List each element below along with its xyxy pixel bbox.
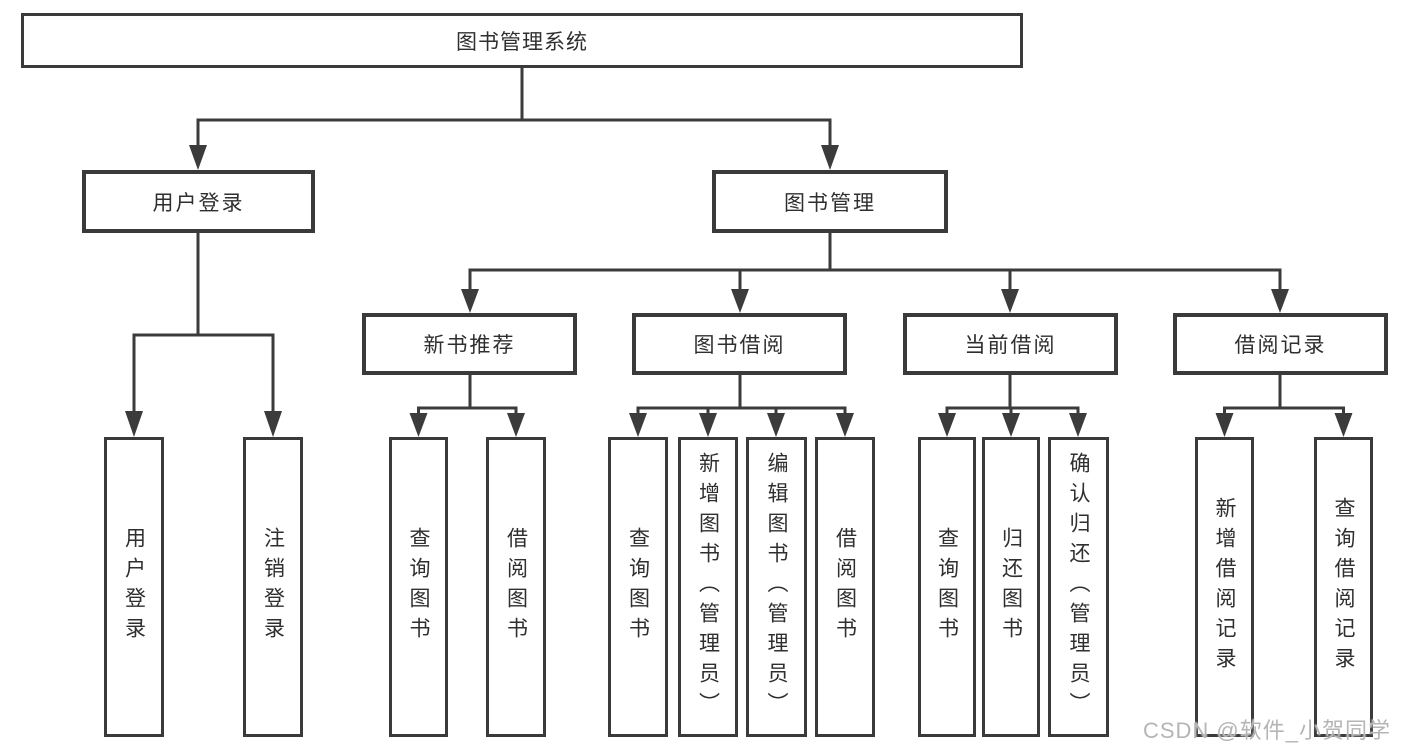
node-leaf-query-book-1: 查询图书: [389, 437, 448, 737]
node-leaf-confirm-return-admin: 确认归还（管理员）: [1048, 437, 1109, 737]
connector-root-to-level2: [189, 68, 839, 170]
node-label: 用户登录: [122, 527, 146, 647]
node-leaf-add-borrow-record: 新增借阅记录: [1195, 437, 1254, 737]
node-leaf-query-borrow-record: 查询借阅记录: [1314, 437, 1373, 737]
connector-bookmgmt-to-level3: [461, 233, 1289, 313]
node-label: 新增图书（管理员）: [696, 452, 720, 722]
node-root: 图书管理系统: [21, 13, 1023, 68]
node-label: 借阅图书: [504, 527, 528, 647]
connector-borrow-to-leaves: [629, 375, 854, 437]
node-current-borrow: 当前借阅: [903, 313, 1118, 375]
node-label: 注销登录: [261, 527, 285, 647]
connector-records-to-leaves: [1215, 375, 1353, 437]
node-label: 查询借阅记录: [1332, 497, 1355, 677]
node-label: 新增借阅记录: [1213, 497, 1236, 677]
connector-newbooks-to-leaves: [409, 375, 525, 437]
node-new-book-recommend: 新书推荐: [362, 313, 577, 375]
node-label: 查询图书: [407, 527, 430, 647]
connector-current-to-leaves: [938, 375, 1087, 437]
connector-userlogin-to-leaves: [125, 233, 282, 437]
node-label: 借阅图书: [833, 527, 857, 647]
node-label: 查询图书: [935, 527, 959, 647]
node-leaf-query-book-3: 查询图书: [918, 437, 976, 737]
node-label: 查询图书: [626, 527, 650, 647]
node-leaf-query-book-2: 查询图书: [608, 437, 668, 737]
node-leaf-user-login: 用户登录: [104, 437, 164, 737]
node-leaf-add-book-admin: 新增图书（管理员）: [678, 437, 738, 737]
node-leaf-borrow-book-2: 借阅图书: [815, 437, 875, 737]
node-leaf-return-book: 归还图书: [982, 437, 1040, 737]
node-book-management: 图书管理: [712, 170, 948, 233]
node-label: 编辑图书（管理员）: [765, 452, 788, 722]
node-label: 确认归还（管理员）: [1067, 452, 1090, 722]
node-borrow-records: 借阅记录: [1173, 313, 1388, 375]
node-leaf-edit-book-admin: 编辑图书（管理员）: [746, 437, 807, 737]
node-leaf-logout: 注销登录: [243, 437, 303, 737]
node-label: 归还图书: [999, 527, 1023, 647]
node-book-borrow: 图书借阅: [632, 313, 847, 375]
node-leaf-borrow-book-1: 借阅图书: [486, 437, 546, 737]
node-user-login: 用户登录: [82, 170, 315, 233]
